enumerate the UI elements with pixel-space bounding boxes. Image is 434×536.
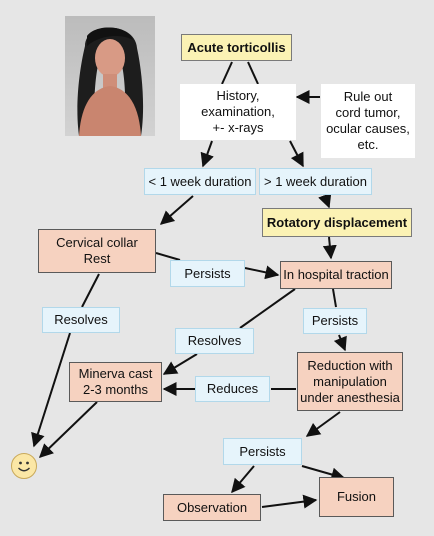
node-lt-week-duration: < 1 week duration	[144, 168, 256, 195]
node-persists-2: Persists	[303, 308, 367, 334]
node-resolves-2: Resolves	[175, 328, 254, 354]
edge-persists-fusion	[301, 465, 346, 482]
edge-collar-resolves	[81, 273, 100, 308]
edge-traction-resolves	[239, 288, 296, 329]
patient-photo-icon	[65, 16, 155, 136]
edge-persists-traction	[244, 265, 280, 280]
node-minerva-cast: Minerva cast 2-3 months	[69, 362, 162, 402]
node-fusion: Fusion	[319, 477, 394, 517]
node-acute-torticollis: Acute torticollis	[181, 34, 292, 61]
edge-rotatory-traction	[322, 236, 337, 260]
node-history: History, examination, +- x-rays	[180, 84, 296, 140]
edge-resolves-smiley	[31, 332, 71, 448]
node-persists-3: Persists	[223, 438, 302, 465]
edge-observation-fusion	[261, 494, 318, 509]
node-reduces: Reduces	[195, 376, 270, 402]
node-persists-1: Persists	[170, 260, 245, 287]
edge-history-lt-week	[200, 140, 214, 168]
node-cervical-collar: Cervical collar Rest	[38, 229, 156, 273]
node-observation: Observation	[163, 494, 261, 521]
smiley-face-icon	[11, 453, 37, 479]
edge-collar-persists	[155, 252, 181, 261]
node-rotatory-displacement: Rotatory displacement	[262, 208, 412, 237]
node-resolves-1: Resolves	[42, 307, 120, 333]
edge-persists-observation	[231, 465, 255, 494]
node-in-hospital-traction: In hospital traction	[280, 261, 392, 289]
edge-gt-week-rotatory	[318, 192, 332, 209]
edge-reduction-persists	[305, 411, 341, 437]
node-gt-week-duration: > 1 week duration	[259, 168, 372, 195]
edge-minerva-smiley	[38, 401, 98, 458]
edge-title-history-left	[221, 61, 233, 85]
node-reduction-under-anesthesia: Reduction with manipulation under anesth…	[297, 352, 403, 411]
edge-history-gt-week	[289, 140, 304, 168]
node-rule-out: Rule out cord tumor, ocular causes, etc.	[321, 84, 415, 158]
edge-resolves-minerva	[162, 353, 198, 375]
edge-title-history-right	[247, 61, 259, 85]
edge-traction-persists	[332, 288, 337, 308]
edge-persists-reduction	[333, 334, 347, 352]
edge-lt-week-collar	[159, 195, 194, 225]
